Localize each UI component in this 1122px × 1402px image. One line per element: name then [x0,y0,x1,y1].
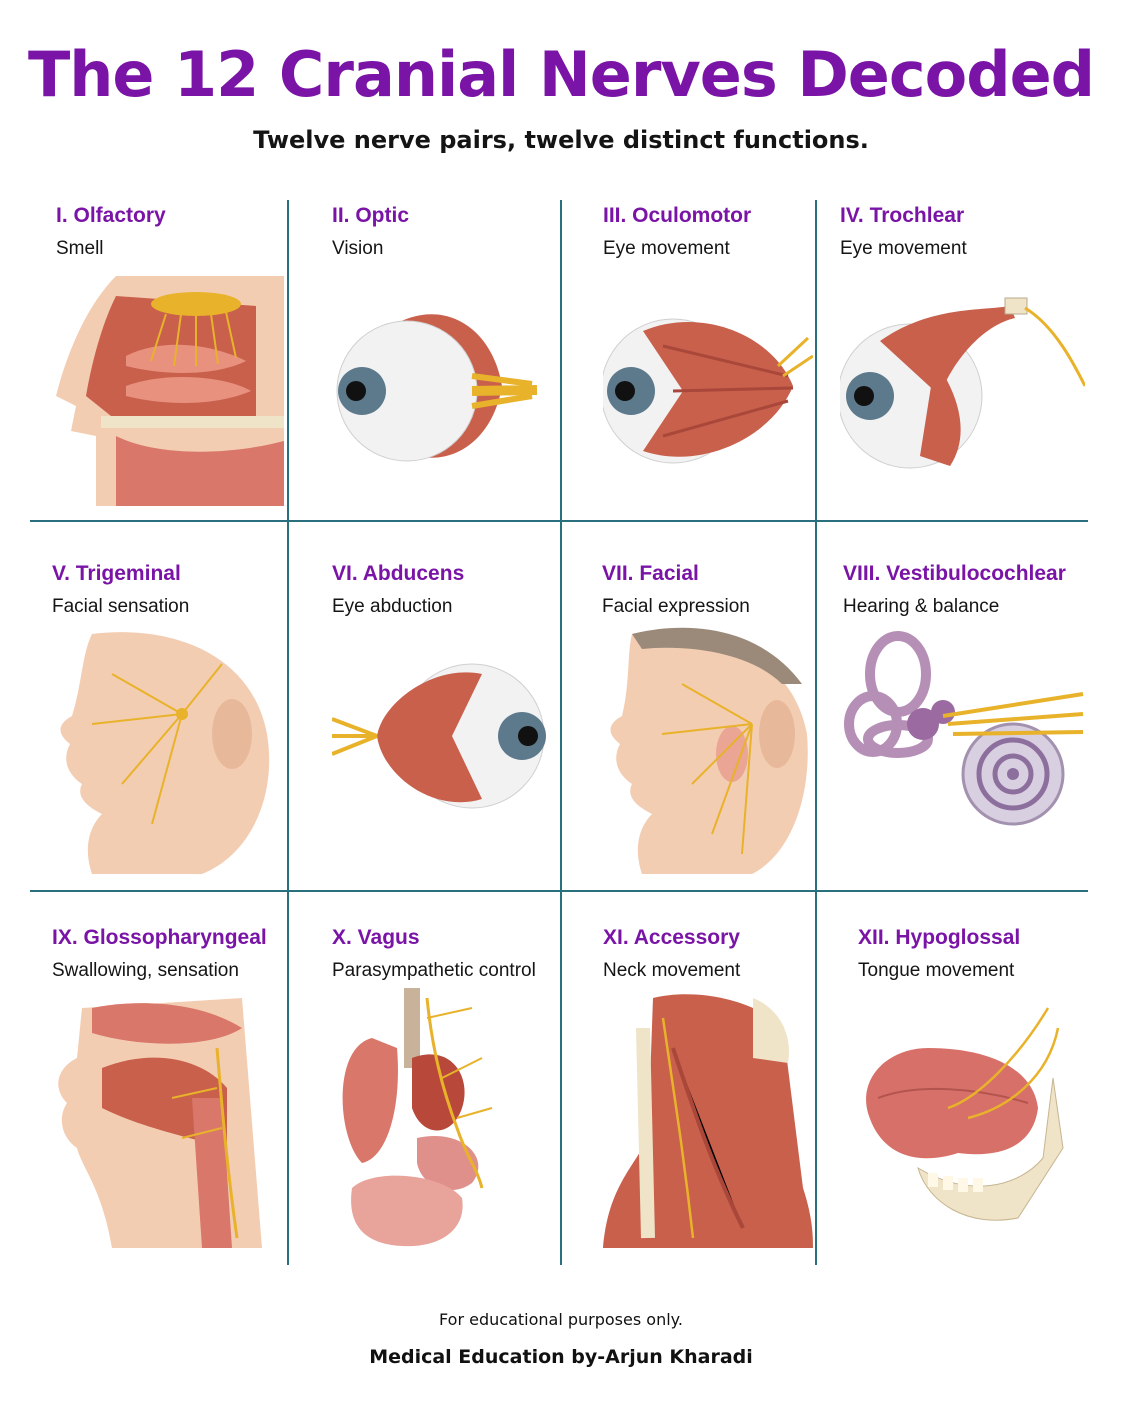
tongue-icon [866,1007,1064,1221]
nerve-name: III. Oculomotor [603,204,752,227]
organs-icon [342,988,493,1247]
nerve-function: Eye movement [603,238,730,259]
eyeball-icon [336,314,538,462]
nerve-name: IV. Trochlear [840,204,965,227]
page-subtitle: Twelve nerve pairs, twelve distinct func… [253,126,869,154]
nerve-function: Facial expression [602,596,750,617]
grid-divider [30,520,1088,522]
nerve-name: VIII. Vestibulocochlear [843,562,1066,585]
nerve-function: Tongue movement [858,960,1015,981]
nerve-card-facial: VII. Facial Facial expression [602,562,812,882]
nerve-function: Hearing & balance [843,596,1000,617]
nerve-function: Vision [332,238,384,259]
nerve-card-optic: II. Optic Vision [332,204,552,514]
nerve-name: I. Olfactory [56,204,166,227]
eyeball-lateral-icon [332,663,546,809]
nerve-card-accessory: XI. Accessory Neck movement [603,926,813,1256]
face-nerves-icon [610,627,808,874]
nerve-function: Eye abduction [332,596,453,617]
eye-pulley-icon [840,297,1085,469]
nerve-name: X. Vagus [332,926,420,949]
nerve-function: Swallowing, sensation [52,960,239,981]
grid-divider [815,200,817,1265]
nerve-function: Facial sensation [52,596,190,617]
grid-divider [560,200,562,1265]
neck-muscles-icon [603,994,813,1248]
nerve-name: V. Trigeminal [52,562,181,585]
nasal-cavity-icon [56,276,284,506]
nerve-function: Parasympathetic control [332,960,536,981]
nerve-name: IX. Glossopharyngeal [52,926,267,949]
inner-ear-icon [844,631,1084,826]
nerve-name: II. Optic [332,204,410,227]
grid-divider [287,200,289,1265]
nerve-card-abducens: VI. Abducens Eye abduction [332,562,557,882]
throat-icon [58,998,262,1248]
nerve-card-trigeminal: V. Trigeminal Facial sensation [52,562,284,882]
nerve-grid: I. Olfactory Smell II. Optic Vision III.… [30,200,1088,1265]
page-title: The 12 Cranial Nerves Decoded [27,38,1095,111]
nerve-function: Smell [56,238,104,259]
nerve-function: Eye movement [840,238,967,259]
disclaimer-text: For educational purposes only. [439,1310,683,1329]
nerve-card-hypoglossal: XII. Hypoglossal Tongue movement [858,926,1088,1256]
nerve-card-vestibulocochlear: VIII. Vestibulocochlear Hearing & balanc… [843,562,1088,882]
credit-text: Medical Education by-Arjun Kharadi [369,1346,753,1368]
grid-divider [30,890,1088,892]
nerve-card-vagus: X. Vagus Parasympathetic control [332,926,557,1256]
nerve-function: Neck movement [603,960,741,981]
nerve-name: XII. Hypoglossal [858,926,1021,949]
nerve-card-glossopharyngeal: IX. Glossopharyngeal Swallowing, sensati… [52,926,284,1256]
nerve-name: VI. Abducens [332,562,465,585]
nerve-name: XI. Accessory [603,926,740,949]
nerve-card-trochlear: IV. Trochlear Eye movement [840,204,1085,514]
nerve-name: VII. Facial [602,562,699,585]
nerve-card-olfactory: I. Olfactory Smell [56,204,284,514]
face-profile-icon [60,632,270,874]
nerve-card-oculomotor: III. Oculomotor Eye movement [603,204,813,514]
eye-muscles-icon [603,318,813,464]
